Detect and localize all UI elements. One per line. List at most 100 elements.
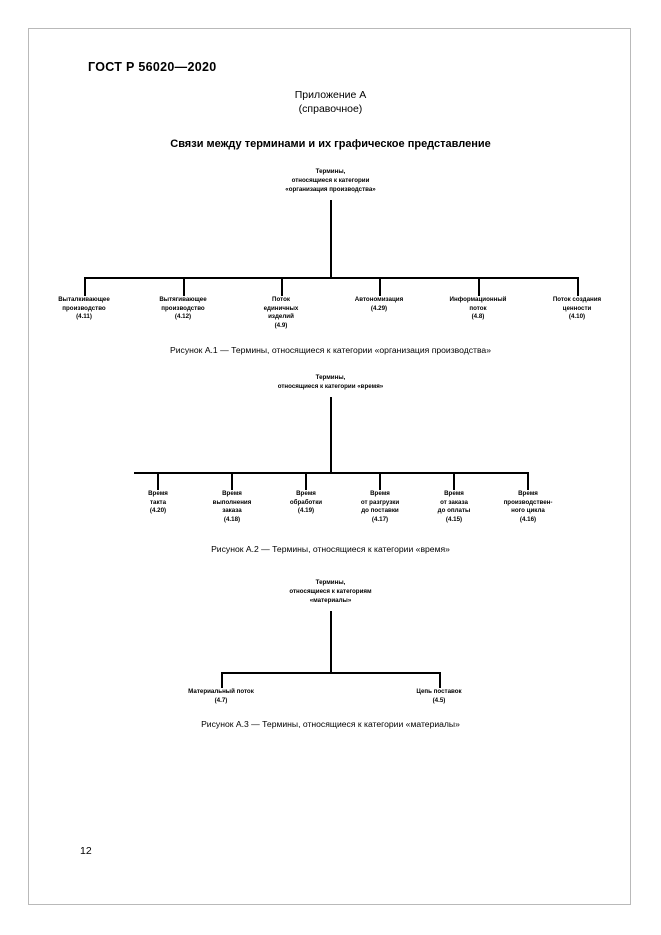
leaf-ref: (4.12) xyxy=(174,313,192,321)
root-line-1: Термины, xyxy=(315,168,346,175)
figure-a1: Термины, относящиеся к категории «органи… xyxy=(0,168,661,343)
figure-a3-caption: Рисунок А.3 — Термины, относящиеся к кат… xyxy=(201,719,460,729)
leaf-line-2: такта xyxy=(149,498,167,506)
figure-a1-bus-line xyxy=(84,277,578,279)
leaf-ref: (4.5) xyxy=(432,696,446,704)
leaf-line-1: Цепь поставок xyxy=(416,688,462,695)
figure-a1-drop-3 xyxy=(379,277,381,296)
root-line-1: Термины, xyxy=(315,579,346,586)
figure-a1-drop-1 xyxy=(183,277,185,296)
root-line-1: Термины, xyxy=(315,374,346,381)
figure-a1-caption: Рисунок А.1 — Термины, относящиеся к кат… xyxy=(170,345,491,355)
leaf-line-1: Вытягивающее xyxy=(159,296,207,303)
leaf-line-1: Время xyxy=(222,490,242,497)
figure-a2-root-node: Термины, относящиеся к категории «время» xyxy=(0,374,661,392)
leaf-line-3: ного цикла xyxy=(511,507,545,515)
leaf-line-1: Автономизация xyxy=(354,296,404,303)
leaf-line-3: до оплаты xyxy=(437,507,471,515)
figure-a1-leaf-4: Информационный поток (4.8) xyxy=(428,296,528,322)
leaf-line-2: обработки xyxy=(289,498,323,506)
figure-a1-drop-4 xyxy=(478,277,480,296)
figure-a2-drop-1 xyxy=(231,472,233,490)
leaf-line-3: изделий xyxy=(268,313,294,321)
figure-a2-leaf-2: Время обработки (4.19) xyxy=(268,490,344,516)
leaf-ref: (4.16) xyxy=(519,516,537,524)
leaf-line-2: производство xyxy=(62,304,106,312)
figure-a2-caption: Рисунок А.2 — Термины, относящиеся к кат… xyxy=(211,544,450,554)
root-line-2: относящиеся к категории xyxy=(291,176,370,184)
leaf-line-1: Поток xyxy=(272,296,290,303)
figure-a3-leaf-0: Материальный поток (4.7) xyxy=(161,688,281,705)
leaf-line-1: Время xyxy=(444,490,464,497)
leaf-line-3: до поставки xyxy=(361,507,399,515)
page-border xyxy=(28,28,631,905)
leaf-line-1: Время xyxy=(148,490,168,497)
leaf-line-2: производствен- xyxy=(503,498,553,506)
figure-a1-leaf-3: Автономизация (4.29) xyxy=(329,296,429,313)
figure-a2-bus-line xyxy=(134,472,529,474)
leaf-ref: (4.17) xyxy=(371,516,389,524)
figure-a1-leaf-2: Поток единичных изделий (4.9) xyxy=(231,296,331,331)
figure-a1-drop-2 xyxy=(281,277,283,296)
root-line-3: «материалы» xyxy=(309,596,352,604)
leaf-line-2: выполнения xyxy=(212,498,252,506)
leaf-ref: (4.8) xyxy=(471,313,485,321)
figure-a2-drop-0 xyxy=(157,472,159,490)
figure-a3-leaf-1: Цепь поставок (4.5) xyxy=(379,688,499,705)
leaf-ref: (4.29) xyxy=(370,304,388,312)
figure-a2-leaf-4: Время от заказа до оплаты (4.15) xyxy=(416,490,492,525)
leaf-ref: (4.9) xyxy=(274,322,288,330)
figure-a1-leaf-1: Вытягивающее производство (4.12) xyxy=(133,296,233,322)
page-number: 12 xyxy=(80,845,92,857)
appendix-label: Приложение А xyxy=(294,89,367,101)
figure-a1-root-node: Термины, относящиеся к категории «органи… xyxy=(0,168,661,195)
figure-a2-leaf-5: Время производствен- ного цикла (4.16) xyxy=(490,490,566,525)
leaf-line-2: от заказа xyxy=(440,498,468,506)
leaf-ref: (4.10) xyxy=(568,313,586,321)
figure-a1-root-stem xyxy=(330,200,332,278)
figure-a1-drop-0 xyxy=(84,277,86,296)
leaf-line-3: заказа xyxy=(222,507,242,515)
root-line-2: относящиеся к категориям xyxy=(289,587,372,595)
figure-a2-leaf-3: Время от разгрузки до поставки (4.17) xyxy=(342,490,418,525)
figure-a2: Термины, относящиеся к категории «время»… xyxy=(0,374,661,544)
root-line-3: «организация производства» xyxy=(285,185,376,193)
figure-a3-root-node: Термины, относящиеся к категориям «матер… xyxy=(0,579,661,606)
figure-a2-leaf-1: Время выполнения заказа (4.18) xyxy=(194,490,270,525)
standard-header: ГОСТ Р 56020—2020 xyxy=(88,60,217,74)
leaf-line-2: от разгрузки xyxy=(360,498,400,506)
figure-a3-drop-0 xyxy=(221,672,223,688)
leaf-line-1: Материальный поток xyxy=(188,688,254,695)
leaf-line-2: единичных xyxy=(263,304,299,312)
figure-a3-bus-line xyxy=(221,672,440,674)
figure-a2-leaf-0: Время такта (4.20) xyxy=(120,490,196,516)
leaf-line-2: ценности xyxy=(562,304,592,312)
leaf-line-1: Время xyxy=(518,490,538,497)
leaf-line-2: поток xyxy=(469,304,487,312)
figure-a1-drop-5 xyxy=(577,277,579,296)
leaf-line-1: Время xyxy=(296,490,316,497)
leaf-line-1: Время xyxy=(370,490,390,497)
figure-a2-drop-2 xyxy=(305,472,307,490)
figure-a2-root-stem xyxy=(330,397,332,473)
leaf-line-1: Выталкивающее xyxy=(58,296,110,303)
leaf-line-1: Информационный xyxy=(449,296,507,303)
leaf-ref: (4.7) xyxy=(214,696,228,704)
figure-a3-drop-1 xyxy=(439,672,441,688)
leaf-ref: (4.18) xyxy=(223,516,241,524)
figure-a3: Термины, относящиеся к категориям «матер… xyxy=(0,579,661,709)
leaf-ref: (4.15) xyxy=(445,516,463,524)
appendix-heading: Приложение А (справочное) xyxy=(0,89,661,115)
appendix-title: Связи между терминами и их графическое п… xyxy=(170,138,491,150)
figure-a1-leaf-5: Поток создания ценности (4.10) xyxy=(527,296,627,322)
figure-a2-drop-4 xyxy=(453,472,455,490)
figure-a2-drop-3 xyxy=(379,472,381,490)
leaf-ref: (4.19) xyxy=(297,507,315,515)
leaf-ref: (4.20) xyxy=(149,507,167,515)
figure-a2-drop-5 xyxy=(527,472,529,490)
appendix-kind: (справочное) xyxy=(298,103,363,115)
figure-a3-root-stem xyxy=(330,611,332,673)
leaf-ref: (4.11) xyxy=(76,313,92,321)
leaf-line-1: Поток создания xyxy=(552,296,602,303)
